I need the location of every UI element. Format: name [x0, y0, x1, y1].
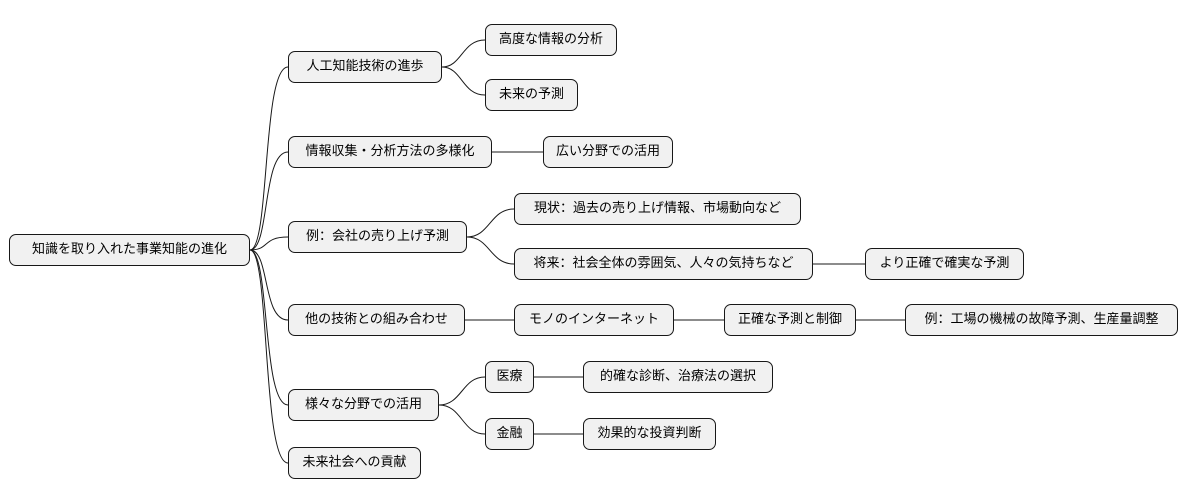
branch-tech-combination: 他の技術との組み合わせ: [288, 304, 465, 336]
leaf-prediction-control: 正確な予測と制御: [724, 304, 856, 336]
edge-root-branch4: [249, 249, 289, 321]
edge-branch3-child1: [466, 208, 515, 238]
edge-branch1-child1: [441, 39, 486, 68]
edge-root-branch2: [249, 151, 289, 251]
edge-root-branch5: [249, 249, 289, 406]
leaf-finance: 金融: [485, 418, 534, 450]
branch-ai-progress: 人工知能技術の進歩: [288, 51, 442, 83]
leaf-factory-example: 例：工場の機械の故障予測、生産量調整: [905, 304, 1178, 336]
leaf-investment: 効果的な投資判断: [583, 418, 716, 450]
mindmap-root: 知識を取り入れた事業知能の進化: [9, 234, 250, 266]
edge-branch3-child2: [466, 236, 515, 265]
leaf-accurate-prediction: より正確で確実な予測: [865, 248, 1024, 280]
leaf-medical: 医療: [485, 361, 534, 393]
branch-various-fields: 様々な分野での活用: [288, 389, 439, 421]
edge-branch5-child1: [438, 376, 486, 406]
leaf-wide-application: 広い分野での活用: [543, 136, 673, 168]
leaf-diagnosis: 的確な診断、治療法の選択: [583, 361, 773, 393]
branch-future-society: 未来社会への貢献: [288, 447, 421, 479]
leaf-current-state: 現状：過去の売り上げ情報、市場動向など: [514, 193, 801, 225]
leaf-iot: モノのインターネット: [514, 304, 674, 336]
branch-sales-forecast: 例：会社の売り上げ予測: [288, 221, 467, 253]
leaf-future-state: 将来：社会全体の雰囲気、人々の気持ちなど: [514, 248, 813, 280]
branch-diversification: 情報収集・分析方法の多様化: [288, 136, 492, 168]
edge-branch1-child2: [441, 66, 486, 96]
edge-root-branch6: [249, 249, 289, 464]
edge-root-branch3: [249, 236, 289, 251]
edge-branch5-child2: [438, 404, 486, 435]
leaf-advanced-analysis: 高度な情報の分析: [485, 24, 617, 56]
leaf-future-prediction: 未来の予測: [485, 79, 578, 111]
edge-root-branch1: [249, 66, 289, 251]
